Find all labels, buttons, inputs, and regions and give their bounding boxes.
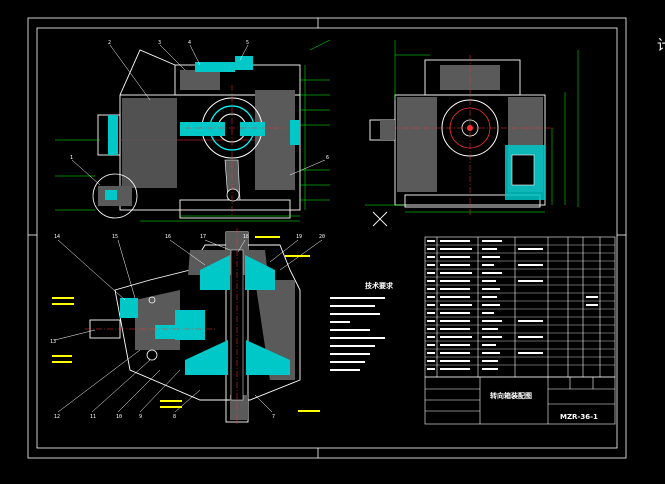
balloon-18: 18: [243, 234, 249, 240]
balloon-2: 2: [108, 40, 111, 46]
drawing-number: MZR-36-1: [560, 413, 598, 421]
balloon-19: 19: [296, 234, 302, 240]
parts-list-text: [427, 240, 598, 370]
balloon-8: 8: [173, 414, 176, 420]
balloon-16: 16: [165, 234, 171, 240]
balloon-20: 20: [319, 234, 325, 240]
balloon-15: 15: [112, 234, 118, 240]
balloon-13: 13: [50, 339, 56, 345]
balloon-14: 14: [54, 234, 60, 240]
sheet-frame: [27, 17, 627, 459]
balloon-12: 12: [54, 414, 60, 420]
title-block: [424, 376, 616, 425]
balloon-11: 11: [90, 414, 96, 420]
drawing-title: 转向箱装配图: [490, 391, 532, 400]
balloon-17: 17: [200, 234, 206, 240]
balloon-3: 3: [158, 40, 161, 46]
parts-list-rows: [425, 244, 615, 366]
balloon-10: 10: [116, 414, 122, 420]
balloon-5: 5: [246, 40, 249, 46]
technical-notes: 技术要求: [330, 281, 394, 371]
cutoff-text: 计: [657, 38, 665, 54]
front-view: 2 3 4 5 1 6: [55, 39, 331, 222]
balloon-4: 4: [188, 40, 191, 46]
notes-title: 技术要求: [365, 281, 394, 290]
balloon-7: 7: [272, 414, 275, 420]
side-view: [365, 40, 579, 227]
balloon-6: 6: [326, 155, 329, 161]
annotation-marks: [52, 236, 320, 412]
balloon-9: 9: [139, 414, 142, 420]
balloon-1: 1: [70, 155, 73, 161]
section-view: 14 15 16 17 18 19 20 12 11 10 9 8 7 13: [50, 228, 325, 425]
